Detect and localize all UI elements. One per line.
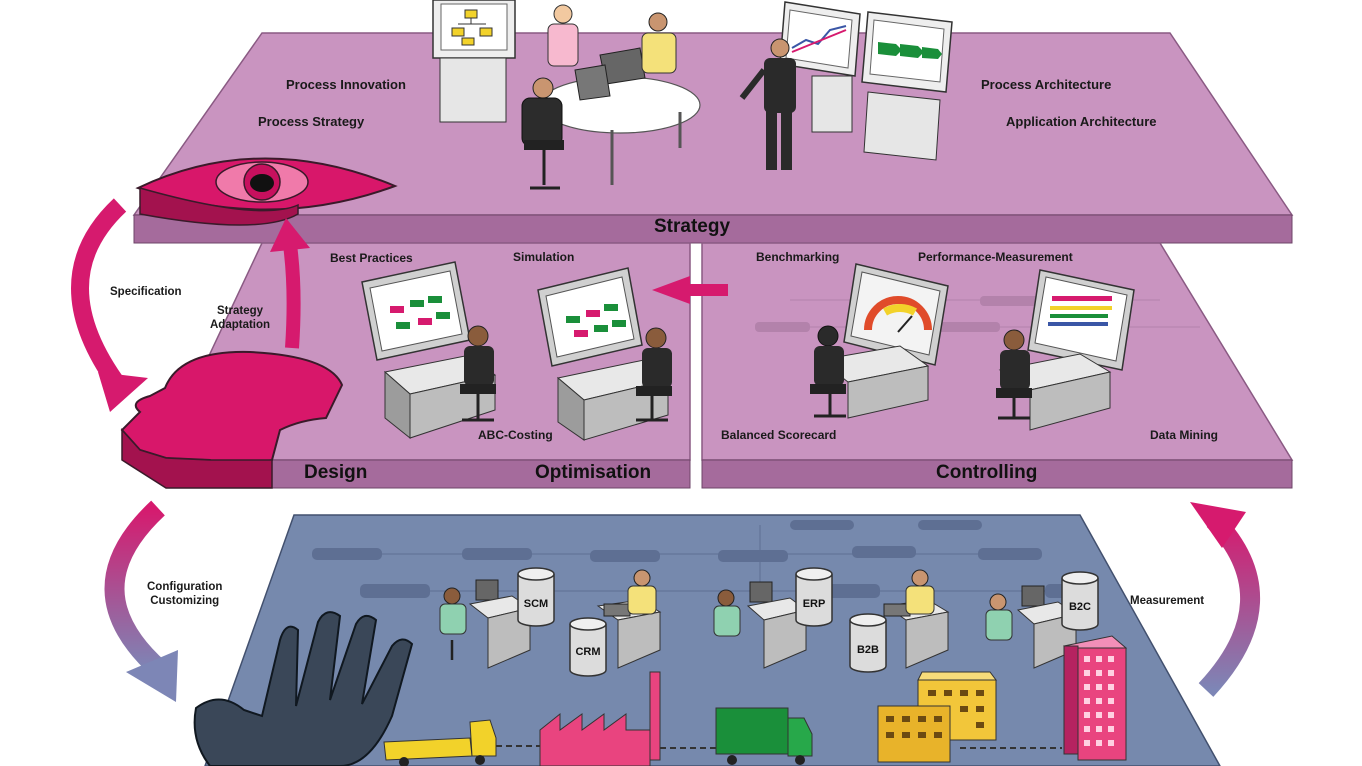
optimisation-band-label: Optimisation (535, 462, 652, 483)
strategy-band-label: Strategy (654, 216, 731, 237)
label-benchmarking: Benchmarking (756, 250, 840, 264)
label-best-practices: Best Practices (330, 251, 413, 265)
label-process-strategy: Process Strategy (258, 114, 365, 129)
cylinder-label-b2c: B2C (1068, 601, 1091, 613)
label-performance-measurement: Performance-Measurement (918, 250, 1073, 264)
truck-green-icon (715, 707, 813, 765)
cylinder-label-erp: ERP (802, 598, 826, 610)
label-abc-costing: ABC-Costing (478, 428, 553, 442)
label-application-architecture: Application Architecture (1006, 114, 1157, 129)
workstation-benchmarking (810, 263, 949, 419)
strategy-adaptation-arrow-icon (270, 218, 310, 349)
head-icon (120, 350, 344, 489)
specification-arrow-icon (71, 198, 148, 412)
label-simulation: Simulation (513, 250, 575, 264)
label-data-mining: Data Mining (1150, 428, 1218, 442)
controlling-plane (701, 242, 1294, 489)
cylinder-label-scm: SCM (523, 598, 549, 610)
cylinder-label-crm: CRM (575, 646, 601, 658)
flipchart-left (432, 0, 516, 123)
strategy-plane (132, 32, 1294, 244)
bottom-workstation-3 (713, 581, 808, 669)
cylinder-label-b2b: B2B (856, 644, 879, 656)
label-measurement: Measurement (1130, 595, 1205, 607)
controlling-band-label: Controlling (936, 462, 1038, 483)
workstation-best-practices (361, 261, 497, 440)
database-cylinders (517, 567, 1099, 677)
label-strategy-adaptation: Strategy Adaptation (210, 305, 271, 331)
meeting-scene (521, 4, 701, 190)
configuration-arrow-icon (104, 500, 178, 702)
label-configuration-customizing: Configuration Customizing (147, 581, 223, 607)
measurement-arrow-icon (1190, 502, 1261, 697)
bottom-workstation-2 (596, 569, 662, 669)
label-specification: Specification (110, 286, 182, 298)
bottom-workstation-1 (439, 579, 532, 669)
feedback-arrow-icon (652, 276, 728, 304)
label-process-architecture: Process Architecture (981, 77, 1112, 92)
label-process-innovation: Process Innovation (286, 77, 406, 92)
buildings-icon (877, 671, 997, 763)
truck-yellow-icon (383, 719, 497, 766)
workstation-simulation (537, 267, 672, 441)
workstation-performance (996, 269, 1135, 431)
factory-icon (539, 671, 661, 766)
bottom-workstation-4 (883, 569, 950, 669)
label-balanced-scorecard: Balanced Scorecard (721, 428, 837, 442)
office-tower-icon (1062, 635, 1128, 761)
hand-icon (193, 611, 414, 766)
eye-icon (135, 157, 398, 226)
presentation-boards (739, 1, 953, 170)
design-band-label: Design (304, 462, 368, 483)
